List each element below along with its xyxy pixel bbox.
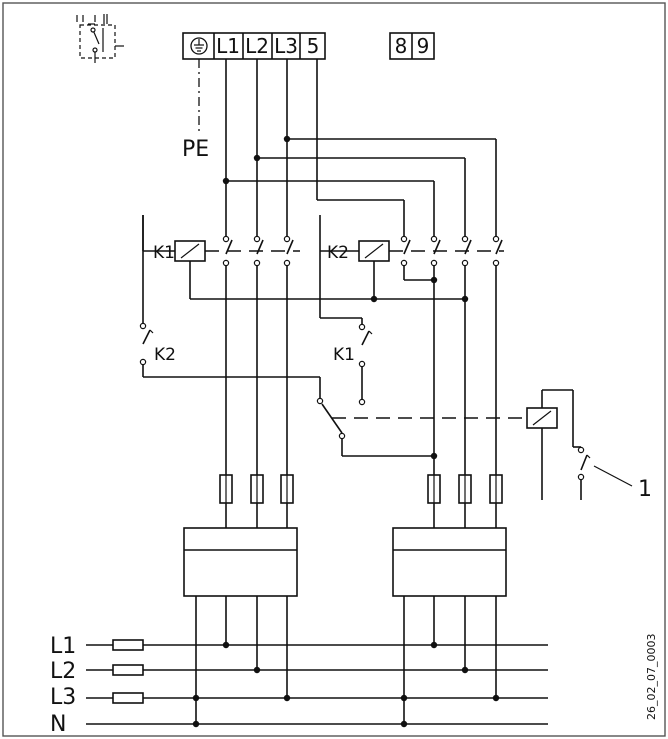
- terminal-l2: L2: [245, 34, 269, 58]
- interlock-k2-contact: K2: [139, 322, 321, 398]
- external-relay: 1: [526, 389, 652, 502]
- bus-label-l2: L2: [50, 659, 76, 684]
- earth-ground-icon: [190, 37, 208, 55]
- bus-label-l3: L3: [50, 685, 76, 710]
- terminal-block: L1 L2 L3 5: [182, 32, 326, 60]
- terminal-l3: L3: [274, 34, 298, 58]
- callout-1: 1: [638, 477, 652, 502]
- changeover-switch: [316, 397, 527, 460]
- motor-fuses-right: [427, 474, 503, 504]
- bus-label-l1: L1: [50, 634, 76, 659]
- bus-taps: [192, 596, 500, 702]
- bus-label-n: N: [50, 712, 66, 737]
- terminal-l1: L1: [216, 34, 240, 58]
- control-terminal-block: 8 9: [389, 32, 435, 60]
- supply-wiring: [222, 59, 497, 236]
- supply-bus: L1 L2 L3 N: [50, 634, 548, 737]
- switch-symbol-icon: [76, 14, 124, 63]
- load-unit-left: [183, 527, 298, 597]
- relay-k2-label: K2: [327, 243, 349, 263]
- unit-feed-wiring: [225, 503, 497, 528]
- drawing-code: 26_02_07_0003: [645, 634, 658, 721]
- contactor-k1: K1: [153, 235, 300, 267]
- motor-fuses-left: [219, 474, 294, 504]
- pe-label: PE: [182, 137, 209, 162]
- load-wiring: [142, 215, 497, 475]
- interlock-k1-label: K1: [333, 345, 355, 365]
- relay-k1-label: K1: [153, 243, 175, 263]
- terminal-9: 9: [417, 34, 430, 58]
- terminal-8: 8: [395, 34, 408, 58]
- interlock-k2-label: K2: [154, 345, 176, 365]
- terminal-5: 5: [307, 34, 320, 58]
- load-unit-right: [392, 527, 507, 597]
- interlock-k1-contact: K1: [333, 323, 373, 400]
- contactor-k2: K2: [327, 235, 504, 267]
